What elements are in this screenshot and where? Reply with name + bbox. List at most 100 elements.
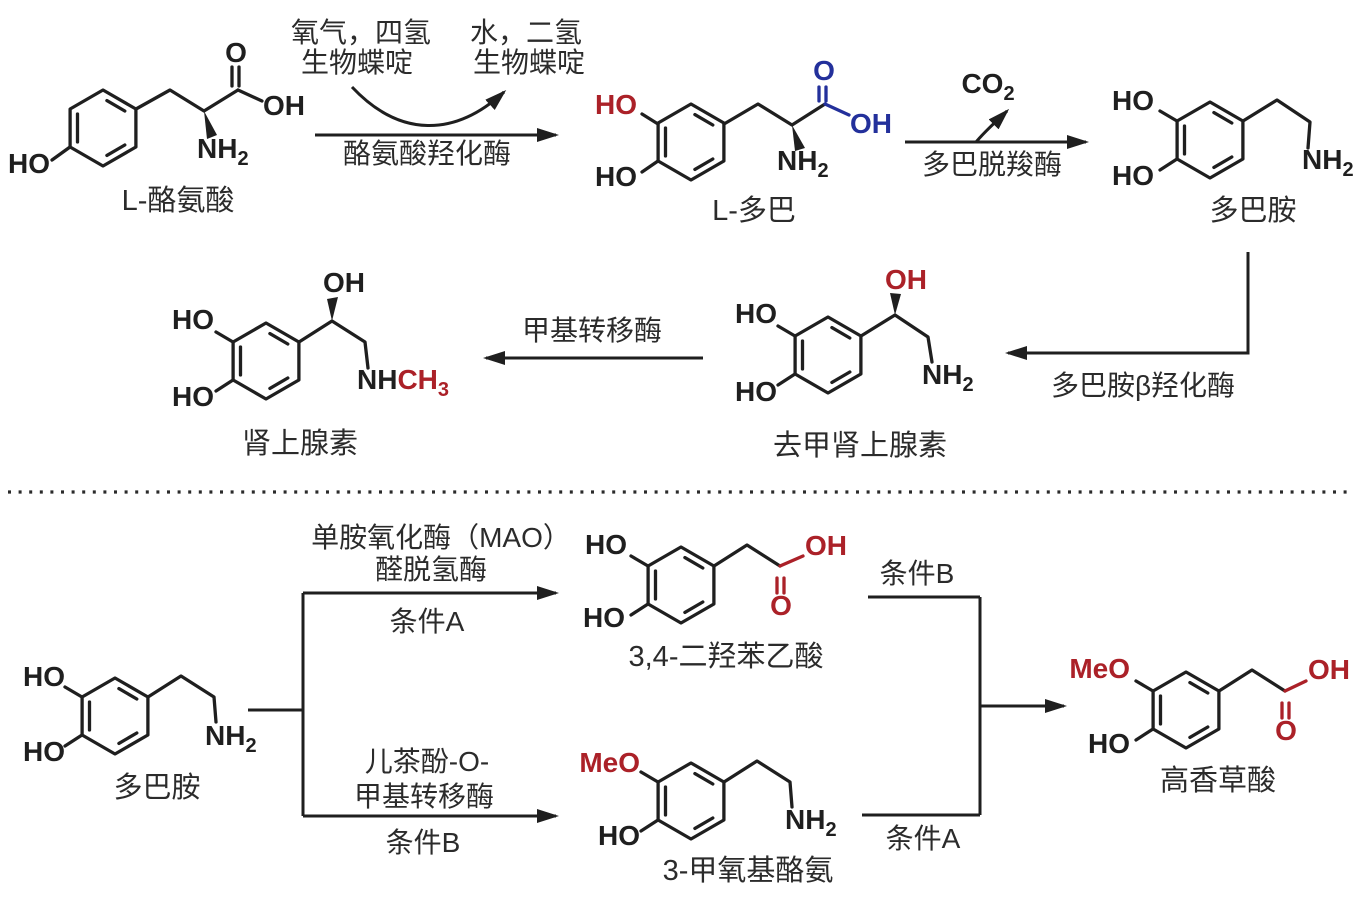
molecule-homovanillic-acid: MeO HO OH O 高香草酸: [1069, 653, 1350, 797]
condition-label: 条件A: [390, 606, 465, 637]
enzyme-label: 甲基转移酶: [522, 315, 662, 346]
cofactor-curved-arrow: [350, 85, 507, 127]
bonds: [776, 313, 934, 387]
carboxyl-bonds-red: [775, 554, 805, 595]
oh-label: OH: [263, 90, 305, 121]
benzene-ring: [656, 102, 726, 182]
benzene-ring: [646, 545, 716, 625]
molecule-methoxytyramine: MeO HO NH2 3-甲氧基酪氨: [579, 747, 836, 887]
molecule-name: 3-甲氧基酪氨: [663, 854, 834, 887]
co2-label: CO2: [961, 68, 1014, 105]
benzene-ring: [1151, 670, 1221, 750]
molecule-l-tyrosine: HO O OH NH2 L-酪氨酸: [8, 37, 305, 217]
bonds: [629, 543, 782, 617]
reaction-comt-path: 儿茶酚-O- 甲基转移酶 条件B: [303, 746, 559, 858]
enzyme-line2: 醛脱氢酶: [375, 554, 487, 585]
molecule-epinephrine: OH HO HO NHCH3 肾上腺素: [172, 267, 449, 460]
reaction-dopamine-beta-hydroxylase: 多巴胺β羟化酶: [1005, 252, 1250, 401]
carboxyl-bonds-red: [1280, 679, 1308, 720]
meo-label-red: MeO: [1069, 653, 1130, 684]
convergence-connector: 条件B 条件A: [862, 558, 1067, 854]
oh-label-red: OH: [805, 530, 847, 561]
ho-label: HO: [735, 298, 777, 329]
oh-label-red: OH: [885, 264, 927, 295]
reaction-methyltransferase: 甲基转移酶: [483, 315, 703, 365]
molecule-name: L-多巴: [712, 194, 796, 227]
molecule-name: 肾上腺素: [242, 427, 358, 460]
molecule-name: 高香草酸: [1160, 764, 1276, 797]
o-label-red: O: [770, 590, 792, 621]
condition-a-label: 条件A: [886, 823, 961, 854]
enzyme-line1: 儿茶酚-O-: [365, 746, 489, 777]
molecule-name: 去甲肾上腺素: [773, 429, 947, 462]
nh2-label: NH2: [205, 720, 257, 757]
molecule-dopamine-top: HO HO NH2 多巴胺: [1112, 85, 1354, 227]
enzyme-label: 多巴胺β羟化酶: [1051, 370, 1235, 401]
molecule-name: 多巴胺: [113, 771, 200, 804]
bonds: [639, 759, 794, 833]
reaction-tyrosine-hydroxylase: 氧气，四氢 生物蝶啶 水，二氢 生物蝶啶 酪氨酸羟化酶: [291, 17, 585, 169]
enzyme-label: 酪氨酸羟化酶: [343, 138, 511, 169]
benzene-ring: [231, 321, 301, 401]
o-label-red: O: [1275, 715, 1297, 746]
ho-label: HO: [23, 736, 65, 767]
nh2-label: NH2: [197, 133, 249, 170]
bonds: [1158, 98, 1312, 172]
oh-label: OH: [323, 267, 365, 298]
benzene-ring: [656, 761, 726, 841]
condition-b-label: 条件B: [880, 558, 955, 589]
bonds: [640, 102, 827, 174]
branch-connector: [248, 593, 305, 816]
ho-label-red: HO: [595, 89, 637, 120]
nh2-label: NH2: [1302, 144, 1354, 181]
benzene-ring: [793, 315, 863, 395]
reaction-mao-path: 单胺氧化酶（MAO） 醛脱氢酶 条件A: [303, 522, 571, 637]
condition-label: 条件B: [386, 827, 461, 858]
reagent-out-line2: 生物蝶啶: [473, 47, 585, 78]
ho-label: HO: [172, 381, 214, 412]
reagent-in-line2: 生物蝶啶: [301, 47, 413, 78]
oh-label-blue: OH: [850, 108, 892, 139]
ho-label: HO: [1088, 728, 1130, 759]
reagent-out-line1: 水，二氢: [470, 17, 582, 48]
molecule-name: L-酪氨酸: [122, 184, 235, 217]
reagent-in-line1: 氧气，四氢: [291, 17, 431, 48]
wedge-bond: [327, 297, 338, 321]
oh-label-red: OH: [1308, 654, 1350, 685]
molecule-l-dopa: HO HO O OH NH2 L-多巴: [595, 55, 892, 227]
bonds: [214, 319, 370, 393]
ho-label: HO: [595, 161, 637, 192]
ho-label: HO: [1112, 85, 1154, 116]
benzene-ring: [68, 88, 138, 168]
nh2-label: NH2: [785, 804, 837, 841]
bonds: [50, 65, 264, 162]
enzyme-line1: 单胺氧化酶（MAO）: [311, 522, 571, 553]
elbow-arrow: [1005, 252, 1250, 360]
ho-label: HO: [1112, 160, 1154, 191]
o-label-blue: O: [813, 55, 835, 86]
molecule-dopac: HO HO OH O 3,4-二羟苯乙酸: [583, 529, 847, 673]
co2-curved-arrow: [974, 108, 1010, 143]
ho-label: HO: [23, 661, 65, 692]
nhch3-label: NHCH3: [357, 364, 449, 401]
ho-label: HO: [585, 529, 627, 560]
ho-label: HO: [8, 148, 50, 179]
ho-label: HO: [598, 820, 640, 851]
nh2-label: NH2: [922, 359, 974, 396]
benzene-ring: [1175, 100, 1245, 180]
wedge-bond: [792, 125, 805, 151]
wedge-bond: [204, 111, 217, 139]
reaction-dopa-decarboxylase: CO2 多巴脱羧酶: [905, 68, 1089, 180]
benzene-ring: [80, 676, 150, 756]
enzyme-line2: 甲基转移酶: [354, 781, 494, 812]
o-label: O: [225, 37, 247, 68]
molecule-name: 3,4-二羟苯乙酸: [629, 640, 824, 673]
nh2-label: NH2: [777, 145, 829, 182]
enzyme-label: 多巴脱羧酶: [922, 149, 1062, 180]
molecule-dopamine-bottom: HO HO NH2 多巴胺: [23, 661, 257, 804]
ho-label: HO: [735, 376, 777, 407]
ho-label: HO: [583, 602, 625, 633]
wedge-bond: [890, 293, 901, 315]
